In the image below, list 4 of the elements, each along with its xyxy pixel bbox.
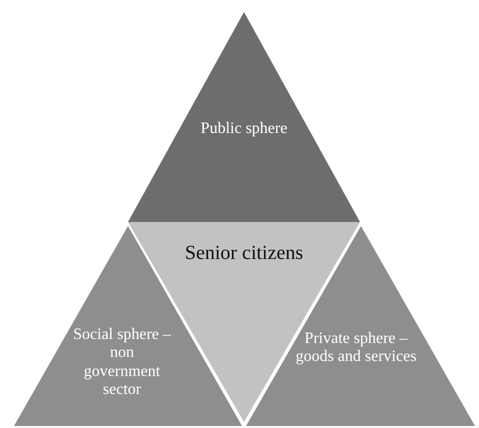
triangle-label: Social sphere – non government sector	[72, 326, 172, 400]
triangle-label: Public sphere	[200, 120, 288, 138]
triangle-label: Private sphere – goods and services	[294, 330, 418, 367]
triangle-label: Senior citizens	[184, 242, 304, 265]
